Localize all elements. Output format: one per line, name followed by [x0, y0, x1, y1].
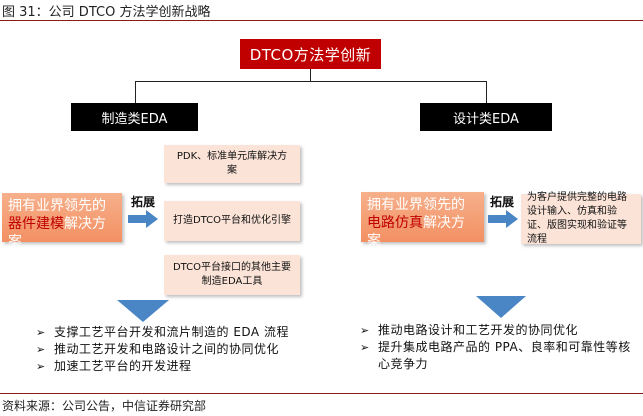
right-item-box: 为客户提供完整的电路设计输入、仿真和验证、版图实现和验证等流程	[521, 192, 641, 245]
left-bullet-list: ➢ 支撑工艺平台开发和流片制造的 EDA 流程 ➢ 推动工艺开发和电路设计之间的…	[36, 324, 289, 375]
right-source-highlight: 电路仿真	[367, 215, 423, 231]
connector-right-down	[486, 81, 487, 103]
left-item-box: PDK、标准单元库解决方案	[164, 145, 300, 183]
bullet-text: 推动电路设计和工艺开发的协同优化	[378, 323, 579, 337]
bullet-text: 推动工艺开发和电路设计之间的协同优化	[54, 342, 280, 356]
left-source-pre: 拥有业界领先的	[8, 198, 106, 214]
right-source-pre: 拥有业界领先的	[367, 197, 465, 213]
source-footer: 资料来源：公司公告，中信证券研究部	[2, 399, 207, 413]
list-item: ➢ 加速工艺平台的开发进程	[36, 358, 289, 375]
figure-title: 图 31：公司 DTCO 方法学创新战略	[2, 5, 211, 20]
list-item: ➢ 推动工艺开发和电路设计之间的协同优化	[36, 341, 289, 358]
bullet-arrow-icon: ➢	[36, 326, 46, 339]
left-source-post: 解决方案	[8, 216, 106, 250]
bullet-arrow-icon: ➢	[36, 343, 46, 356]
down-arrow-icon	[476, 296, 526, 318]
bullet-text: 提升集成电路产品的 PPA、良率和可靠性等核心竞争力	[378, 340, 631, 371]
list-item: ➢ 提升集成电路产品的 PPA、良率和可靠性等核心竞争力	[360, 339, 640, 373]
connector-root-down	[310, 69, 311, 81]
left-item-box: 打造DTCO平台和优化引擎	[164, 201, 300, 241]
right-arrow-icon	[488, 210, 518, 228]
bullet-arrow-icon: ➢	[360, 324, 370, 337]
bullet-arrow-icon: ➢	[360, 341, 370, 354]
top-rule	[0, 20, 643, 21]
bullet-text: 加速工艺平台的开发进程	[54, 359, 192, 373]
left-category-header: 制造类EDA	[71, 103, 198, 131]
bullet-text: 支撑工艺平台开发和流片制造的 EDA 流程	[54, 325, 289, 339]
connector-left-down	[135, 81, 136, 103]
left-item-box: DTCO平台接口的其他主要制造EDA工具	[164, 255, 300, 295]
down-arrow-icon	[117, 300, 169, 322]
right-source-solution: 拥有业界领先的电路仿真解决方案	[361, 192, 484, 249]
root-node: DTCO方法学创新	[240, 39, 381, 69]
bullet-arrow-icon: ➢	[36, 360, 46, 373]
left-source-solution: 拥有业界领先的器件建模解决方案	[2, 193, 122, 250]
right-source-post: 解决方案	[367, 215, 465, 249]
left-source-highlight: 器件建模	[8, 216, 64, 232]
connector-horizontal	[135, 81, 486, 82]
right-arrow-icon	[128, 210, 158, 228]
right-category-header: 设计类EDA	[420, 103, 552, 131]
left-expand-label: 拓展	[131, 195, 156, 209]
right-bullet-list: ➢ 推动电路设计和工艺开发的协同优化 ➢ 提升集成电路产品的 PPA、良率和可靠…	[360, 322, 640, 373]
list-item: ➢ 推动电路设计和工艺开发的协同优化	[360, 322, 640, 339]
bottom-rule	[0, 393, 643, 394]
list-item: ➢ 支撑工艺平台开发和流片制造的 EDA 流程	[36, 324, 289, 341]
right-expand-label: 拓展	[490, 195, 515, 209]
